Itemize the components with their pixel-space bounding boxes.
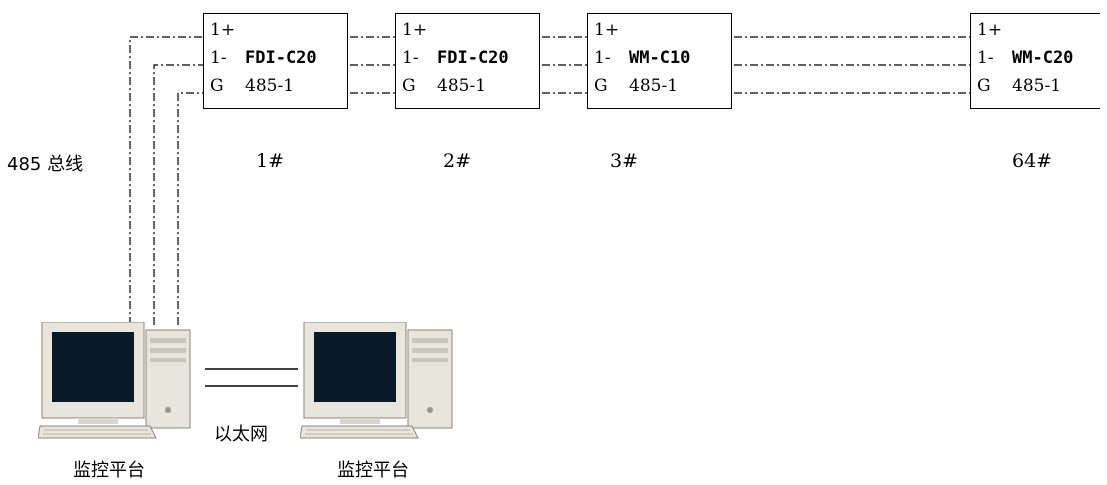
pin-label: 1- bbox=[594, 48, 611, 68]
bus-wire-1-minus bbox=[153, 64, 203, 325]
device-4: 1+ 1- WM-C20 G 485-1 bbox=[970, 13, 1100, 109]
device-model: FDI-C20 bbox=[245, 48, 317, 68]
computer-icon bbox=[37, 321, 191, 439]
device-1: 1+ 1- FDI-C20 G 485-1 bbox=[203, 13, 348, 109]
device-number: 64# bbox=[1012, 150, 1053, 172]
pin-label: G bbox=[210, 76, 224, 96]
pin-label: 1- bbox=[977, 48, 994, 68]
device-number: 3# bbox=[610, 150, 639, 172]
pin-label: 1- bbox=[402, 48, 419, 68]
device-port: 485-1 bbox=[1012, 76, 1062, 96]
pin-label: 1+ bbox=[594, 20, 620, 40]
pin-label: G bbox=[977, 76, 991, 96]
bus-wire-1-plus bbox=[129, 36, 203, 325]
ethernet-label: 以太网 bbox=[214, 424, 268, 445]
computer-1 bbox=[37, 321, 198, 444]
device-model: FDI-C20 bbox=[437, 48, 509, 68]
pin-label: 1- bbox=[210, 48, 227, 68]
pin-label: G bbox=[402, 76, 416, 96]
bus-wire-ground bbox=[177, 92, 203, 325]
pin-label: G bbox=[594, 76, 608, 96]
pin-label: 1+ bbox=[210, 20, 236, 40]
pin-label: 1+ bbox=[402, 20, 428, 40]
device-port: 485-1 bbox=[629, 76, 679, 96]
device-number: 1# bbox=[256, 150, 285, 172]
bus-label: 485 总线 bbox=[7, 154, 84, 175]
device-port: 485-1 bbox=[245, 76, 295, 96]
device-number: 2# bbox=[443, 150, 472, 172]
computer-icon bbox=[299, 321, 453, 439]
computer-2 bbox=[299, 321, 460, 444]
platform-label: 监控平台 bbox=[337, 460, 409, 481]
pin-label: 1+ bbox=[977, 20, 1003, 40]
device-model: WM-C20 bbox=[1012, 48, 1074, 68]
device-port: 485-1 bbox=[437, 76, 487, 96]
device-model: WM-C10 bbox=[629, 48, 691, 68]
platform-label: 监控平台 bbox=[73, 460, 145, 481]
device-3: 1+ 1- WM-C10 G 485-1 bbox=[587, 13, 732, 109]
device-2: 1+ 1- FDI-C20 G 485-1 bbox=[395, 13, 540, 109]
